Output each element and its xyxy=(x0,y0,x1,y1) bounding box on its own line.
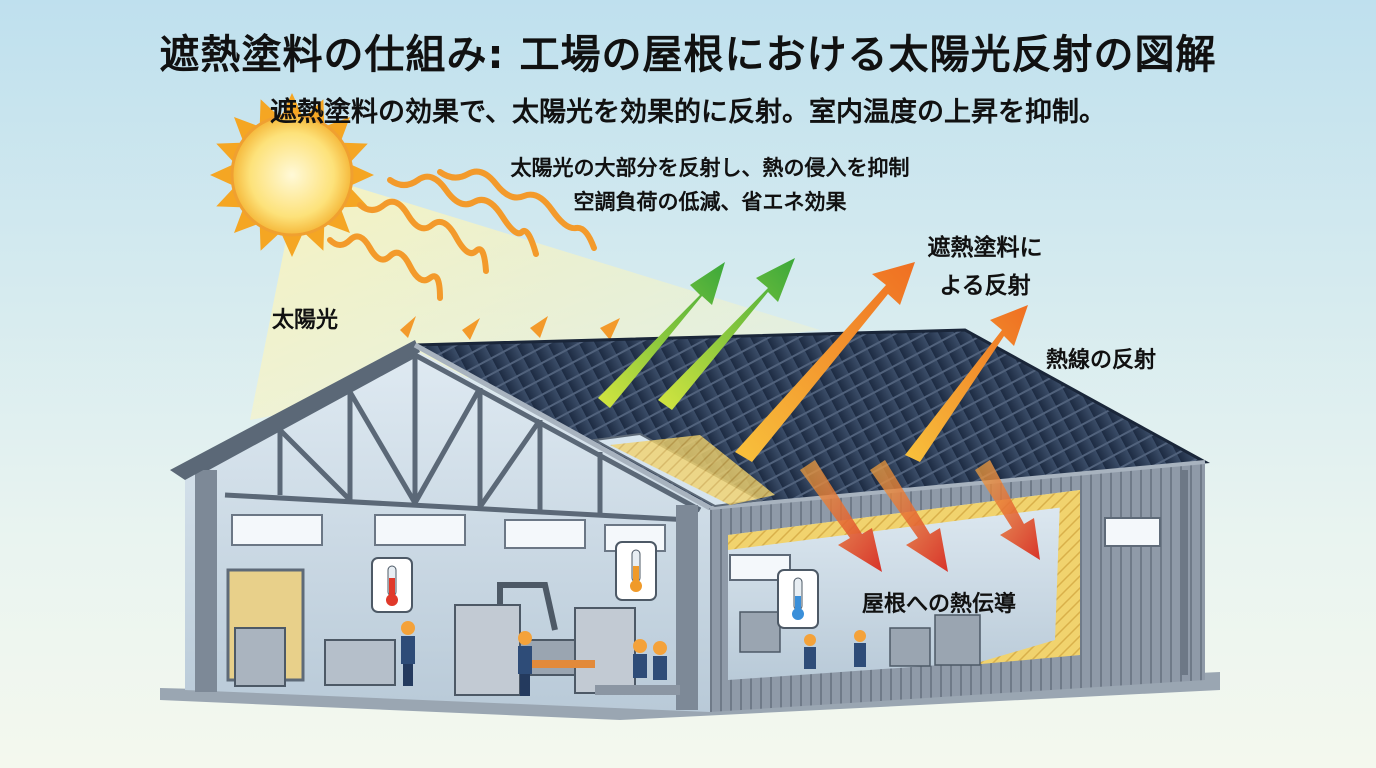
factory-cutaway-left xyxy=(185,350,710,712)
sunlight-ray-arrowheads xyxy=(400,316,620,340)
machine-icon xyxy=(234,582,680,696)
label-sunlight: 太陽光 xyxy=(272,308,339,333)
benefit-note-energy: 空調負荷の低減、省エネ効果 xyxy=(573,190,847,214)
sunlight-rays xyxy=(327,168,597,301)
orange-reflection-arrows xyxy=(735,262,1028,462)
label-coating-reflection-line1: 遮熱塗料に xyxy=(927,235,1043,261)
factory-roof xyxy=(170,328,1211,511)
thermometer-icon xyxy=(777,569,819,629)
label-coating-reflection-line2: よる反射 xyxy=(939,273,1031,299)
green-reflection-arrows xyxy=(598,258,795,410)
benefit-note-reflect: 太陽光の大部分を反射し、熱の侵入を抑制 xyxy=(510,156,910,180)
factory-wall-right xyxy=(710,462,1205,712)
ground-slab xyxy=(160,672,1220,720)
worker-icon xyxy=(401,621,667,696)
worker-icon xyxy=(804,630,866,669)
thermometer-icon xyxy=(371,541,657,613)
label-heat-ray-reflection: 熱線の反射 xyxy=(1046,348,1157,373)
heat-conduction-arrows xyxy=(800,460,1040,572)
page-subtitle: 遮熱塗料の効果で、太陽光を効果的に反射。室内温度の上昇を抑制。 xyxy=(270,97,1106,128)
label-roof-heat-conduction: 屋根への熱伝導 xyxy=(862,592,1017,617)
page-title: 遮熱塗料の仕組み: 工場の屋根における太陽光反射の図解 xyxy=(159,32,1217,78)
sun-icon xyxy=(210,93,374,257)
